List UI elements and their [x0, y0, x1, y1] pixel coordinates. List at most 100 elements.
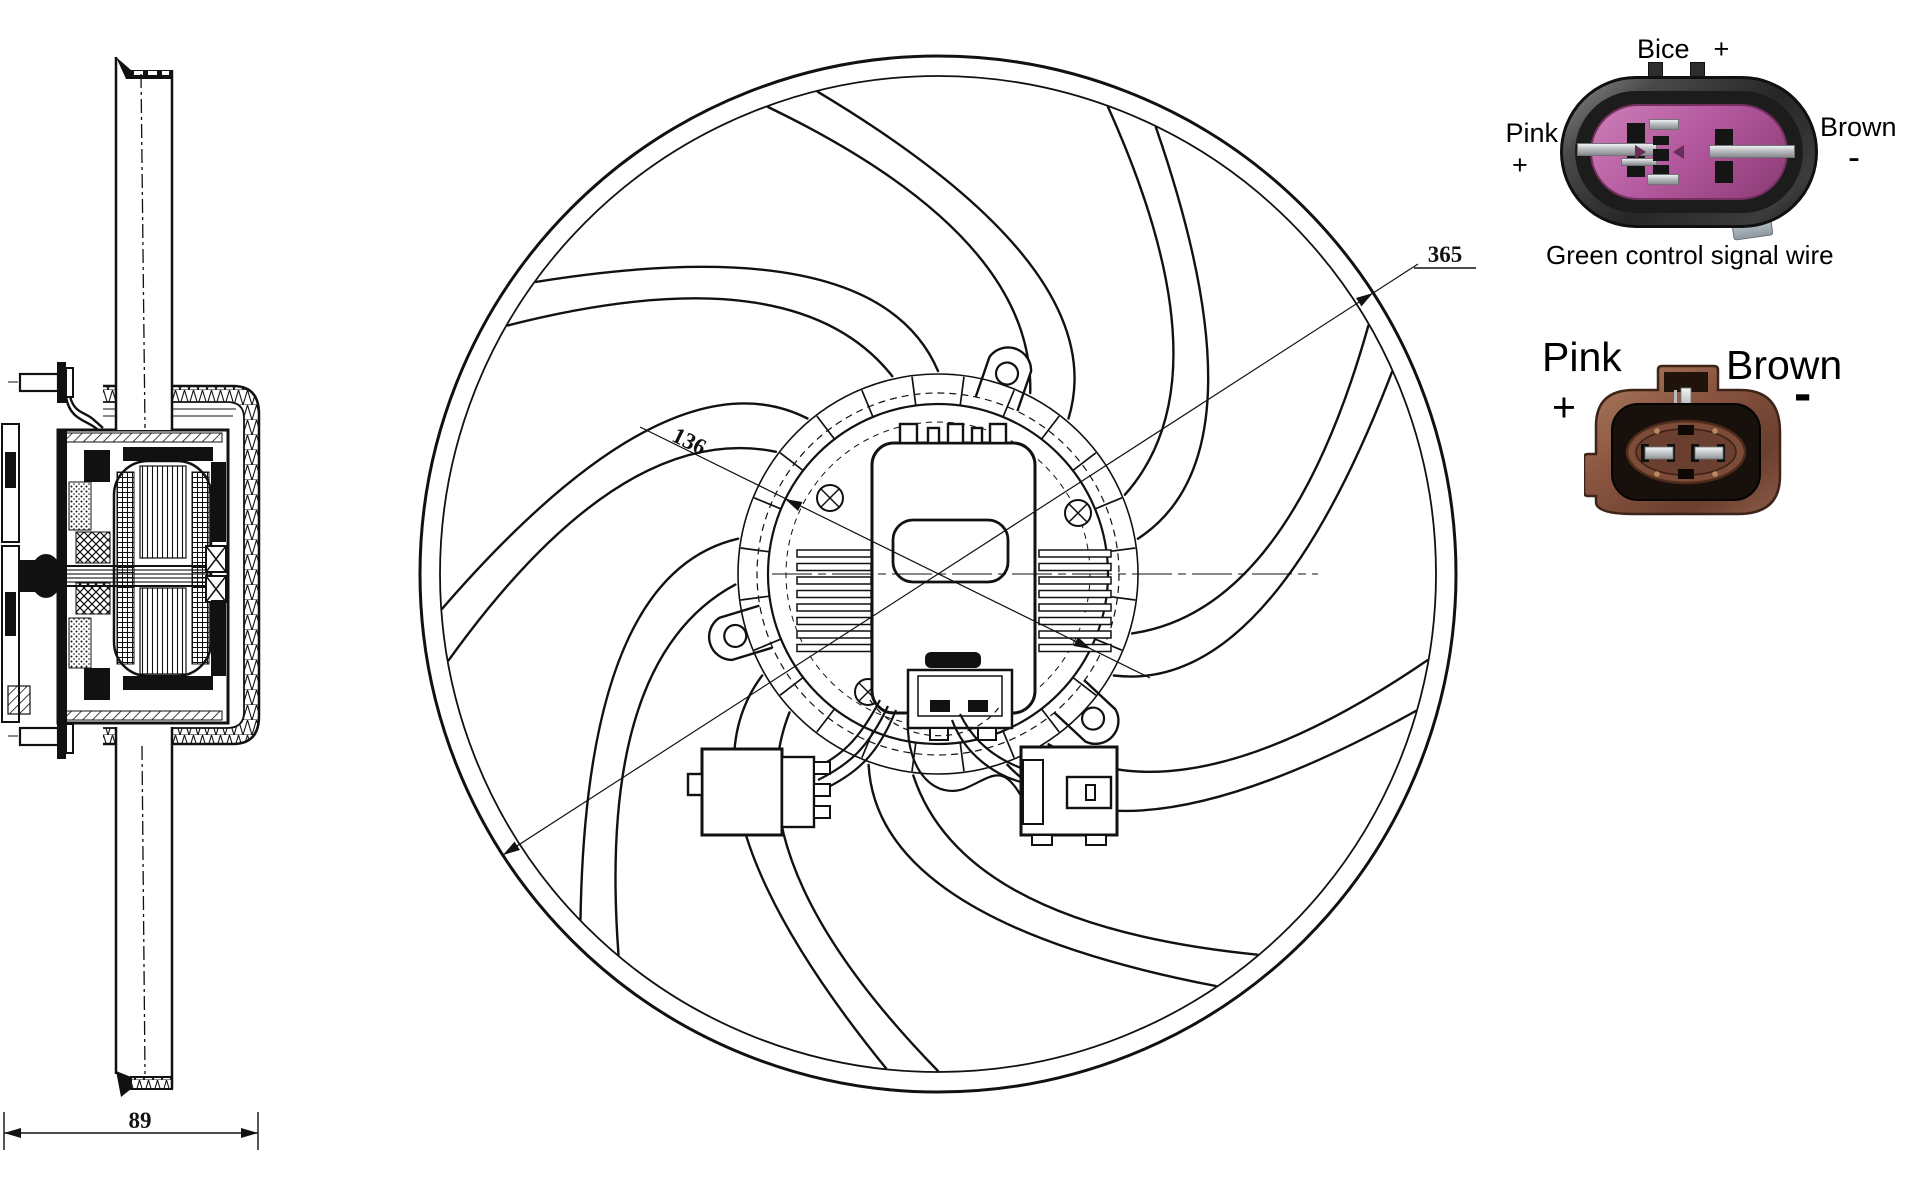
screw-icon [1064, 499, 1092, 527]
hub-rib [779, 676, 804, 696]
heatsink-fin [1038, 630, 1112, 639]
controller-bottom-socket [925, 652, 981, 668]
hub-mounting-tab-left [707, 604, 773, 662]
hub-rib [1002, 730, 1015, 759]
terminal-slot [1715, 161, 1733, 183]
drawn-connector-left [686, 747, 831, 837]
hub-rib [816, 415, 836, 440]
latch-clip-wire [1674, 390, 1677, 414]
heatsink-fin [1038, 603, 1112, 612]
terminal-slot [1653, 136, 1669, 145]
hub-rib [779, 452, 804, 472]
fan-blade-edge [579, 537, 740, 921]
hub-rib [959, 376, 965, 406]
heatsink-fin [796, 616, 872, 626]
side-view-support-stack [1, 423, 58, 723]
terminal-pin-left-stub [1621, 158, 1657, 166]
fan-blade-edge [816, 90, 1076, 420]
guide-dot [1712, 471, 1718, 477]
terminal-pin-bottom [1647, 174, 1679, 185]
signal-right-wire-polarity: - [1848, 136, 1860, 177]
signal-connector-photo [1560, 62, 1822, 242]
heatsink-fin [796, 549, 872, 558]
hub-rib [753, 638, 782, 651]
heatsink-fin [1038, 549, 1112, 558]
fan-blade-edge [732, 674, 888, 1070]
fan-blade-edge [441, 402, 809, 610]
hub-rib [1072, 452, 1097, 472]
heatsink-fin [1038, 589, 1112, 599]
side-view-dimension-89: 89 [3, 1108, 259, 1150]
hub-rib [753, 497, 782, 510]
fan-blade-edge [534, 265, 940, 373]
hub-rib [1002, 389, 1015, 418]
wire-polarity: + [1713, 34, 1730, 64]
heatsink-fin [1038, 616, 1112, 626]
hub-rib [816, 708, 836, 733]
molded-arrow-icon [1673, 145, 1684, 159]
signal-top-wire-label: Bice + [1637, 34, 1729, 65]
screw-icon [816, 484, 844, 512]
terminal-pin-left [1641, 444, 1675, 462]
fan-blade-edge [614, 583, 737, 956]
drawn-connector-right [1019, 745, 1119, 846]
heatsink-fins-left [796, 549, 872, 653]
hub-rib [740, 595, 770, 601]
guide-dot [1654, 428, 1660, 434]
heatsink-fin [1038, 576, 1112, 585]
fan-blade-edge [447, 446, 778, 662]
signal-connector-caption: Green control signal wire [1546, 240, 1834, 270]
hub-screws [816, 484, 1092, 706]
hub-rib [959, 742, 965, 772]
hub-rib [861, 389, 874, 418]
power-connector-photo [1584, 364, 1782, 516]
side-view-blade-top [114, 57, 174, 430]
terminal-pin-right [1709, 145, 1795, 158]
hub-rib [1040, 415, 1060, 440]
hub-rib [1040, 708, 1060, 733]
center-key-slot [1653, 149, 1669, 161]
fan-blade-edge [1136, 126, 1210, 540]
heatsink-fin [796, 603, 872, 612]
terminal-pin-top [1649, 119, 1679, 130]
heatsink-fins-right [1038, 549, 1112, 653]
fan-blade-edge [766, 105, 1032, 395]
side-view-mounting-pin-upper [8, 362, 104, 435]
dimension-89-label: 89 [129, 1108, 152, 1133]
fan-blade-edge [1112, 370, 1394, 678]
hub-vent-ribs [740, 376, 1136, 772]
fan-blade-edge [1130, 324, 1370, 635]
terminal-slot [1627, 123, 1645, 145]
power-left-wire-polarity: + [1552, 384, 1576, 430]
heatsink-fin [796, 643, 872, 653]
hub-mounting-tab-top [974, 346, 1033, 412]
key-slot [1678, 425, 1694, 435]
heatsink-fin [796, 576, 872, 585]
line-art-drawing: 89 [1, 54, 1476, 1150]
terminal-slot [1653, 165, 1669, 174]
power-left-wire-label: Pink [1542, 334, 1622, 380]
side-view-cross-section: 89 [1, 57, 261, 1150]
signal-left-wire-polarity: + [1512, 150, 1528, 180]
signal-right-wire-label: Brown [1820, 112, 1897, 142]
heatsink-fin [796, 562, 872, 572]
hub-rib [1072, 676, 1097, 696]
fan-blade-edge [912, 774, 1259, 956]
hub-rib [1094, 497, 1123, 510]
key-slot [1678, 469, 1694, 479]
heatsink-fin [796, 589, 872, 599]
fan-blades [441, 90, 1429, 1073]
controller-top-crown [890, 422, 1018, 445]
signal-left-wire-label: Pink [1505, 118, 1558, 148]
power-right-wire-label: Brown [1726, 342, 1843, 388]
hub-rib [911, 742, 917, 772]
fan-blade-edge [867, 763, 1218, 988]
hub-rib [911, 376, 917, 406]
fan-blade-edge [506, 297, 894, 378]
fan-front-view: 365 136 [418, 54, 1476, 1094]
power-right-wire-polarity: - [1794, 365, 1812, 423]
molded-arrow-icon [1635, 145, 1646, 159]
connector-housing [1560, 76, 1818, 228]
fan-shroud-outer-ring [418, 54, 1458, 1094]
